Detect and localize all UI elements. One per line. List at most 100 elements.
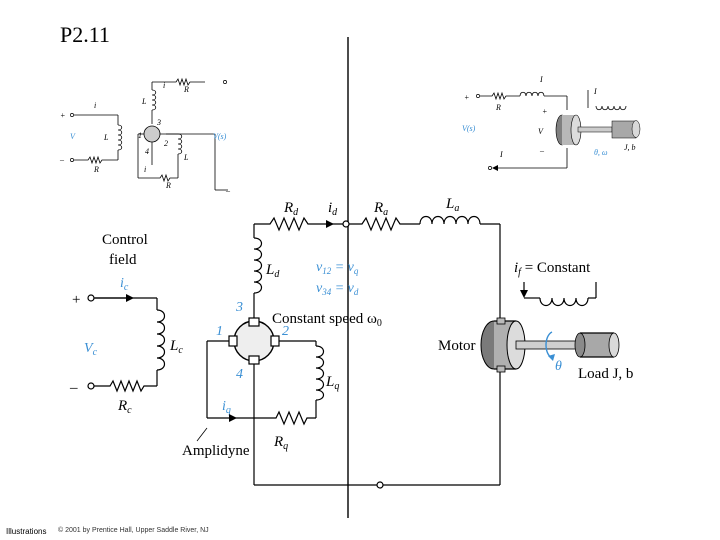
inset-left-vo: V(s) [213,132,227,141]
v12-eq: v12 = vq [316,260,359,276]
inset-left-lq-label: L [183,153,189,162]
terminal-plus [87,294,95,302]
inset-right-vb: V [538,127,544,136]
rq-resistor [270,410,316,426]
motor-terminal-top [496,317,506,325]
node2-label: 2 [282,324,289,339]
brush-1 [228,335,238,347]
inset-right-term-plus [476,94,480,98]
motor-label: Motor [438,338,476,354]
ic-label: ic [120,276,129,293]
inset-left-plus: + [60,111,65,120]
footer-copyright: © 2001 by Prentice Hall, Upper Saddle Ri… [58,527,209,534]
slide-title: P2.11 [60,22,110,47]
inset-left-iq: i [144,165,146,174]
inset-right-shaft [577,126,613,133]
inset-left-lc-label: L [103,133,109,142]
inset-right-term-minus [488,166,492,170]
id-label: id [328,200,338,218]
iq-arrow [229,414,237,422]
rc-label: Rc [117,398,132,416]
ra-label: Ra [373,200,388,218]
amplidyne-label: Amplidyne [182,443,250,459]
inset-right-theta-omega: θ, ω [594,148,608,157]
theta-label: θ [555,359,562,374]
inset-left-rd-label: R [183,85,189,94]
inset-right-load-face [631,120,641,138]
inset-right: + R I I + V – V(s) θ, ω J, b [462,75,641,171]
inset-right-la [519,91,545,97]
inset-right-ra [480,91,520,101]
inset-right-if: I [593,87,597,96]
lq-label: Lq [325,374,339,392]
rd-label: Rd [283,200,299,218]
constant-speed-label: Constant speed ω0 [272,311,382,329]
motor-terminal-bottom [496,365,506,373]
vc-minus: – [69,380,78,396]
junction-top [342,220,350,228]
rq-label: Rq [273,434,288,452]
la-coil [419,215,481,225]
inset-left-n4: 4 [145,147,149,156]
inset-left-lq [177,133,183,155]
inset-left: i + L V – R L R i 3 1 2 4 [59,77,231,195]
ra-resistor [349,216,420,232]
inset-right-ra-label: R [495,103,501,112]
terminal-minus [87,382,95,390]
inset-left-ld [151,89,157,111]
lc-coil [156,309,166,371]
inset-left-rq-label: R [165,181,171,190]
vc-plus: + [72,292,80,308]
inset-left-minus: – [59,155,65,164]
rd-resistor [254,216,343,232]
theta-arrow [548,354,555,361]
motor-shaft [515,340,579,350]
inset-left-term-top [223,80,227,84]
ld-label: Ld [265,262,280,280]
load-label: Load J, b [578,366,633,382]
if-arrow [520,290,528,298]
inset-left-term-minus [70,158,74,162]
inset-left-amplidyne [143,125,161,143]
inset-right-vo: V(s) [462,124,476,133]
inset-left-n1: 1 [138,131,142,140]
lq-coil [315,345,325,401]
load-face [608,332,620,358]
if-label: if = Constant [514,260,591,278]
inset-right-ia: I [539,75,543,84]
inset-right-jb: J, b [624,143,636,152]
node3-label: 3 [235,300,243,315]
brush-4 [248,355,260,365]
inset-left-rd [152,77,205,87]
amplidyne-pointer [196,427,208,442]
la-label: La [445,196,459,214]
v34-eq: v34 = vd [316,281,359,297]
load-body [580,333,614,357]
inset-left-rq [138,173,178,183]
inset-left-vc: V [70,132,76,141]
inset-left-ld-label: L [141,97,147,106]
inset-left-n3: 3 [156,118,161,127]
junction-bottom [376,481,384,489]
brush-2 [270,335,280,347]
control-field-label-1: Control [102,232,148,248]
inset-left-lc [117,124,123,151]
inset-right-plus: + [464,93,469,102]
inset-right-field [595,105,627,111]
ld-coil [253,237,263,294]
amplidyne-rotor [233,320,275,362]
node4-label: 4 [236,367,243,382]
inset-left-out-minus: – [225,186,231,195]
inset-right-plus2: + [542,107,547,116]
id-arrow [326,220,334,228]
field-coil [539,297,589,307]
vc-label: Vc [84,341,98,358]
inset-right-minus2: – [539,146,545,155]
inset-left-rc-label: R [93,165,99,174]
footer-illustrations: Illustrations [6,527,47,536]
inset-left-term-plus [70,113,74,117]
brush-3 [248,317,260,327]
inset-left-id: i [163,81,165,90]
